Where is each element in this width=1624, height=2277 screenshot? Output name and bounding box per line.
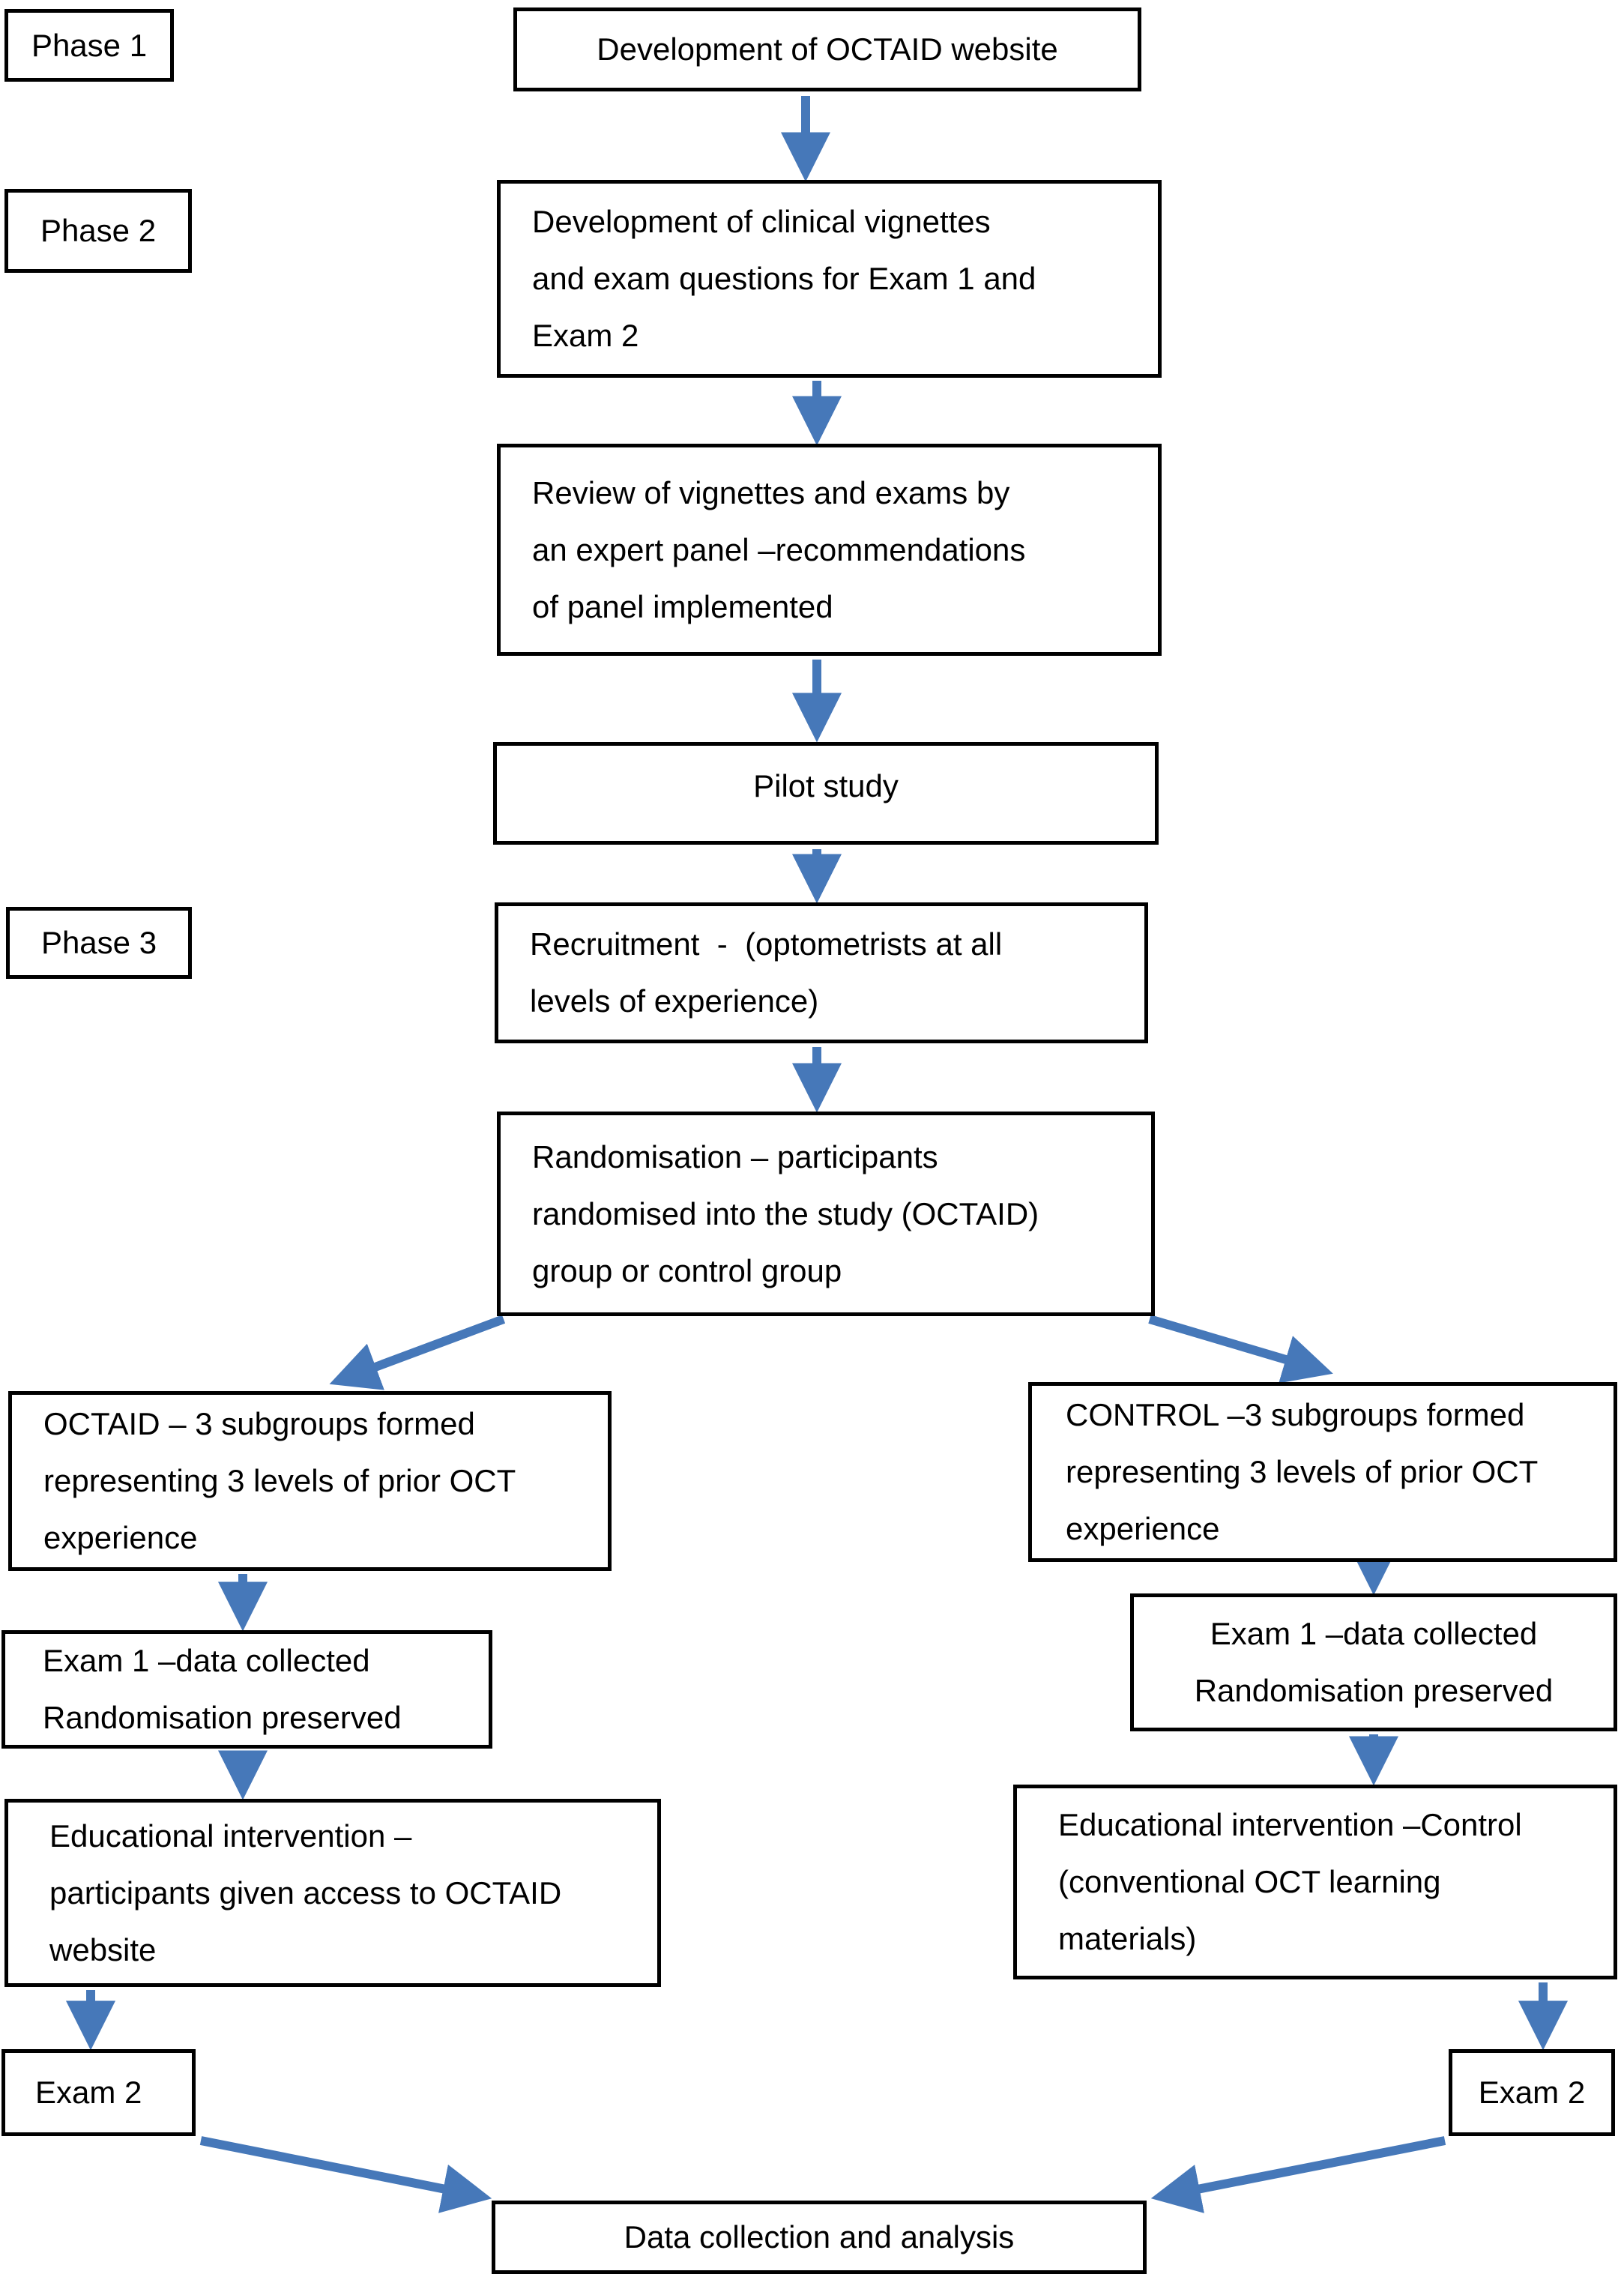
node-text: of panel implemented (532, 588, 833, 624)
node-text: OCTAID – 3 subgroups formed (43, 1406, 475, 1441)
node-text: and exam questions for Exam 1 and (532, 261, 1036, 296)
node-exam2-control: Exam 2 (1449, 2049, 1615, 2136)
node-exam2-octaid: Exam 2 (1, 2049, 196, 2136)
node-data-collection: Data collection and analysis (492, 2201, 1147, 2274)
node-control-subgroups: CONTROL –3 subgroups formed representing… (1028, 1382, 1617, 1562)
node-text: materials) (1058, 1921, 1197, 1956)
node-review-expert-panel: Review of vignettes and exams by an expe… (497, 444, 1162, 656)
node-text: representing 3 levels of prior OCT (1066, 1454, 1539, 1489)
node-development-website: Development of OCTAID website (513, 7, 1141, 91)
node-exam1-control: Exam 1 –data collected Randomisation pre… (1130, 1593, 1617, 1731)
node-text: participants given access to OCTAID (49, 1875, 562, 1910)
node-intervention-octaid: Educational intervention – participants … (4, 1799, 661, 1987)
node-text: Pilot study (753, 768, 899, 803)
node-text: Randomisation preserved (1194, 1673, 1554, 1708)
node-text: representing 3 levels of prior OCT (43, 1463, 516, 1498)
node-text: Recruitment - (optometrists at all (530, 926, 1003, 962)
node-development-vignettes: Development of clinical vignettes and ex… (497, 180, 1162, 378)
node-text: Randomisation – participants (532, 1138, 938, 1174)
node-text: experience (1066, 1511, 1220, 1546)
node-text: (conventional OCT learning (1058, 1864, 1441, 1899)
arrow-exam2-octaid-to-data (199, 2136, 492, 2213)
node-text: Exam 2 (532, 318, 639, 353)
node-text: website (49, 1931, 157, 1967)
phase2-label: Phase 2 (40, 213, 157, 248)
phase1-label-box: Phase 1 (4, 9, 174, 82)
node-recruitment: Recruitment - (optometrists at all level… (495, 902, 1148, 1043)
node-text: Review of vignettes and exams by (532, 474, 1010, 510)
phase3-label-box: Phase 3 (6, 907, 192, 979)
arrow-randomisation-to-control (1148, 1315, 1333, 1384)
node-text: Exam 2 (35, 2075, 142, 2110)
node-text: CONTROL –3 subgroups formed (1066, 1397, 1525, 1432)
node-text: Exam 1 –data collected (1210, 1616, 1538, 1651)
node-text: Educational intervention –Control (1058, 1807, 1522, 1842)
node-randomisation: Randomisation – participants randomised … (497, 1112, 1155, 1316)
phase2-label-box: Phase 2 (4, 189, 192, 273)
node-text: an expert panel –recommendations (532, 531, 1026, 567)
phase3-label: Phase 3 (40, 925, 157, 960)
node-text: group or control group (532, 1252, 842, 1288)
node-text: Educational intervention – (49, 1818, 412, 1854)
arrow-exam2-control-to-data (1150, 2136, 1446, 2213)
node-text: Randomisation preserved (43, 1700, 402, 1735)
node-octaid-subgroups: OCTAID – 3 subgroups formed representing… (8, 1391, 612, 1571)
node-text: experience (43, 1520, 198, 1555)
node-text: randomised into the study (OCTAID) (532, 1195, 1039, 1231)
node-pilot-study: Pilot study (493, 742, 1159, 845)
phase1-label: Phase 1 (31, 27, 148, 63)
node-intervention-control: Educational intervention –Control (conve… (1013, 1785, 1617, 1979)
node-exam1-octaid: Exam 1 –data collected Randomisation pre… (1, 1630, 492, 1749)
node-text: Development of OCTAID website (597, 31, 1058, 67)
arrow-randomisation-to-octaid (329, 1315, 506, 1390)
node-text: Data collection and analysis (624, 2219, 1015, 2255)
node-text: levels of experience) (530, 983, 819, 1019)
node-text: Exam 2 (1478, 2075, 1586, 2110)
node-text: Exam 1 –data collected (43, 1643, 370, 1678)
node-text: Development of clinical vignettes (532, 204, 991, 239)
